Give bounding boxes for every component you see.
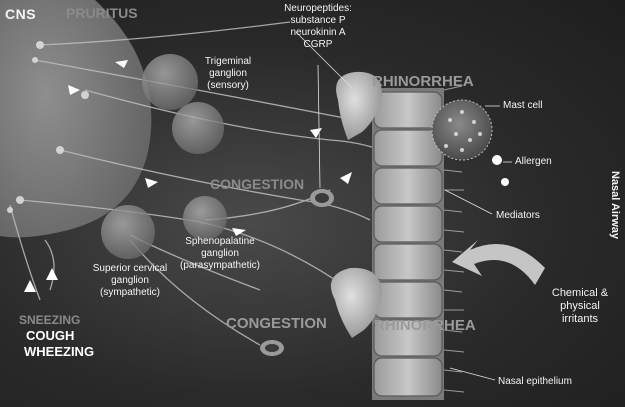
sphenopalatine-line-1: Sphenopalatine (185, 236, 255, 247)
wheezing-label: WHEEZING (24, 344, 95, 359)
chemical-irritants-label: Chemical & physical irritants (540, 287, 620, 326)
mast-cell-label: Mast cell (503, 100, 543, 111)
sphenopalatine-line-3: (parasympathetic) (179, 260, 261, 271)
nasal-epithelium-cells (372, 88, 444, 400)
goblet-cells (330, 71, 382, 338)
neuropeptides-line-2: substance P (290, 15, 346, 26)
rhinorrhea-bottom-label: RHINORRHEA (374, 317, 476, 334)
pointer-lines (295, 31, 512, 381)
chemical-line-1: Chemical & (551, 287, 609, 299)
congestion-bottom-label: CONGESTION (226, 315, 327, 332)
trigeminal-line-1: Trigeminal (204, 56, 252, 67)
trigeminal-line-3: (sensory) (207, 80, 249, 91)
superior-cervical-ganglion-label: Superior cervical ganglion (sympathetic) (82, 263, 178, 299)
sphenopalatine-line-2: ganglion (201, 248, 239, 259)
chemical-line-2: physical (560, 300, 600, 312)
rhinorrhea-top-label: RHINORRHEA (372, 73, 474, 90)
nasal-epithelium-label: Nasal epithelium (498, 376, 572, 387)
cough-label: COUGH (26, 328, 75, 343)
cns-neurons (7, 41, 89, 213)
superior-cervical-line-3: (sympathetic) (99, 287, 160, 298)
trigeminal-ganglion-label: Trigeminal ganglion (sensory) (188, 56, 268, 92)
mediators-label: Mediators (496, 210, 540, 221)
neuropeptides-line-1: Neuropeptides: (284, 3, 352, 14)
superior-cervical-line-2: ganglion (111, 275, 149, 286)
congestion-top-label: CONGESTION (210, 176, 305, 192)
cns-label: CNS (5, 6, 37, 22)
neuropeptides-label: Neuropeptides: substance P neurokinin A … (270, 3, 366, 51)
direction-arrows (24, 60, 352, 292)
pruritus-label: PRURITUS (66, 5, 138, 21)
allergen-particles (492, 155, 509, 186)
sphenopalatine-ganglion (183, 196, 227, 240)
trigeminal-ganglion-lower (172, 102, 224, 154)
superior-cervical-ganglion (101, 205, 155, 259)
neuropeptides-line-3: neurokinin A (290, 27, 346, 38)
superior-cervical-line-1: Superior cervical (92, 263, 168, 274)
chemical-line-3: irritants (561, 313, 599, 325)
trigeminal-line-2: ganglion (209, 68, 247, 79)
trigeminal-ganglion-upper (142, 54, 198, 110)
sphenopalatine-ganglion-label: Sphenopalatine ganglion (parasympathetic… (170, 236, 270, 272)
allergen-label: Allergen (515, 156, 552, 167)
blood-vessels (260, 189, 334, 356)
mast-cell-granules (444, 110, 482, 152)
sneezing-label: SNEEZING (19, 313, 81, 327)
neuropeptides-line-4: CGRP (303, 39, 333, 50)
nasal-airway-label: Nasal Airway (609, 170, 621, 240)
irritants-arrow (452, 240, 545, 285)
